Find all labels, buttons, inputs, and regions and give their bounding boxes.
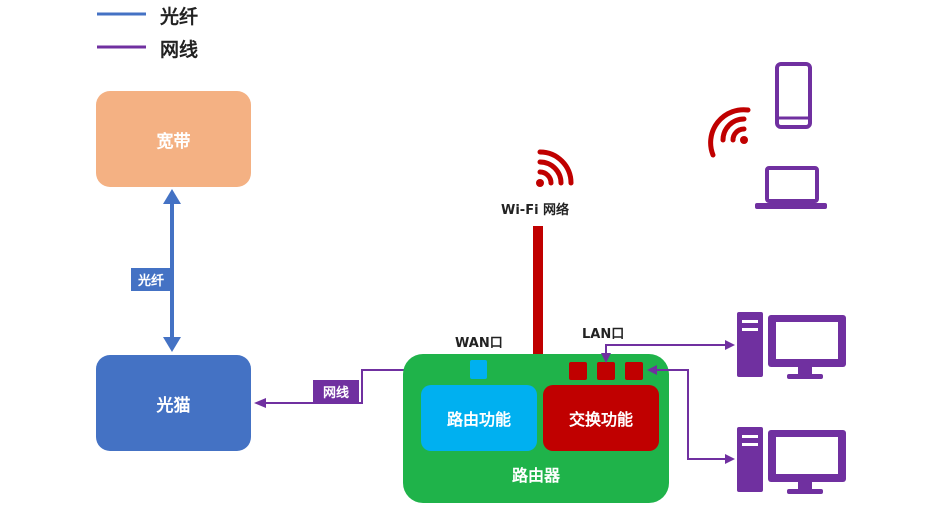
desktop-pc-icon-2	[737, 427, 846, 494]
router-label: 路由器	[511, 466, 560, 485]
lan-port-2	[597, 362, 615, 380]
lan-cable-pc1	[601, 340, 735, 363]
desktop-pc-icon-1	[737, 312, 846, 379]
modem-label: 光猫	[156, 395, 191, 416]
wan-port-label: WAN口	[455, 336, 503, 351]
legend-cable-label: 网线	[160, 39, 199, 61]
switch-function-label: 交换功能	[568, 410, 633, 429]
phone-icon	[775, 62, 812, 129]
router-antenna	[533, 226, 543, 354]
fiber-connection	[163, 189, 181, 352]
routing-function-label: 路由功能	[446, 410, 511, 429]
wan-port	[470, 360, 487, 379]
lan-port-1	[569, 362, 587, 380]
routing-function-box: 路由功能	[421, 385, 537, 451]
wifi-signal-icon	[536, 149, 574, 187]
broadband-label: 宽带	[156, 131, 191, 152]
switch-function-box: 交换功能	[543, 385, 659, 451]
lan-port-3	[625, 362, 643, 380]
lan-port-label: LAN口	[582, 327, 625, 342]
wifi-network-label: Wi-Fi 网络	[501, 203, 570, 218]
broadband-node: 宽带	[96, 91, 251, 187]
cable-tag: 网线	[313, 380, 359, 402]
wifi-device-signal-icon	[708, 107, 751, 158]
legend-fiber-label: 光纤	[160, 6, 199, 28]
fiber-tag: 光纤	[131, 268, 171, 291]
laptop-icon	[755, 166, 827, 209]
modem-node: 光猫	[96, 355, 251, 451]
lan-cable-pc2	[647, 365, 735, 464]
